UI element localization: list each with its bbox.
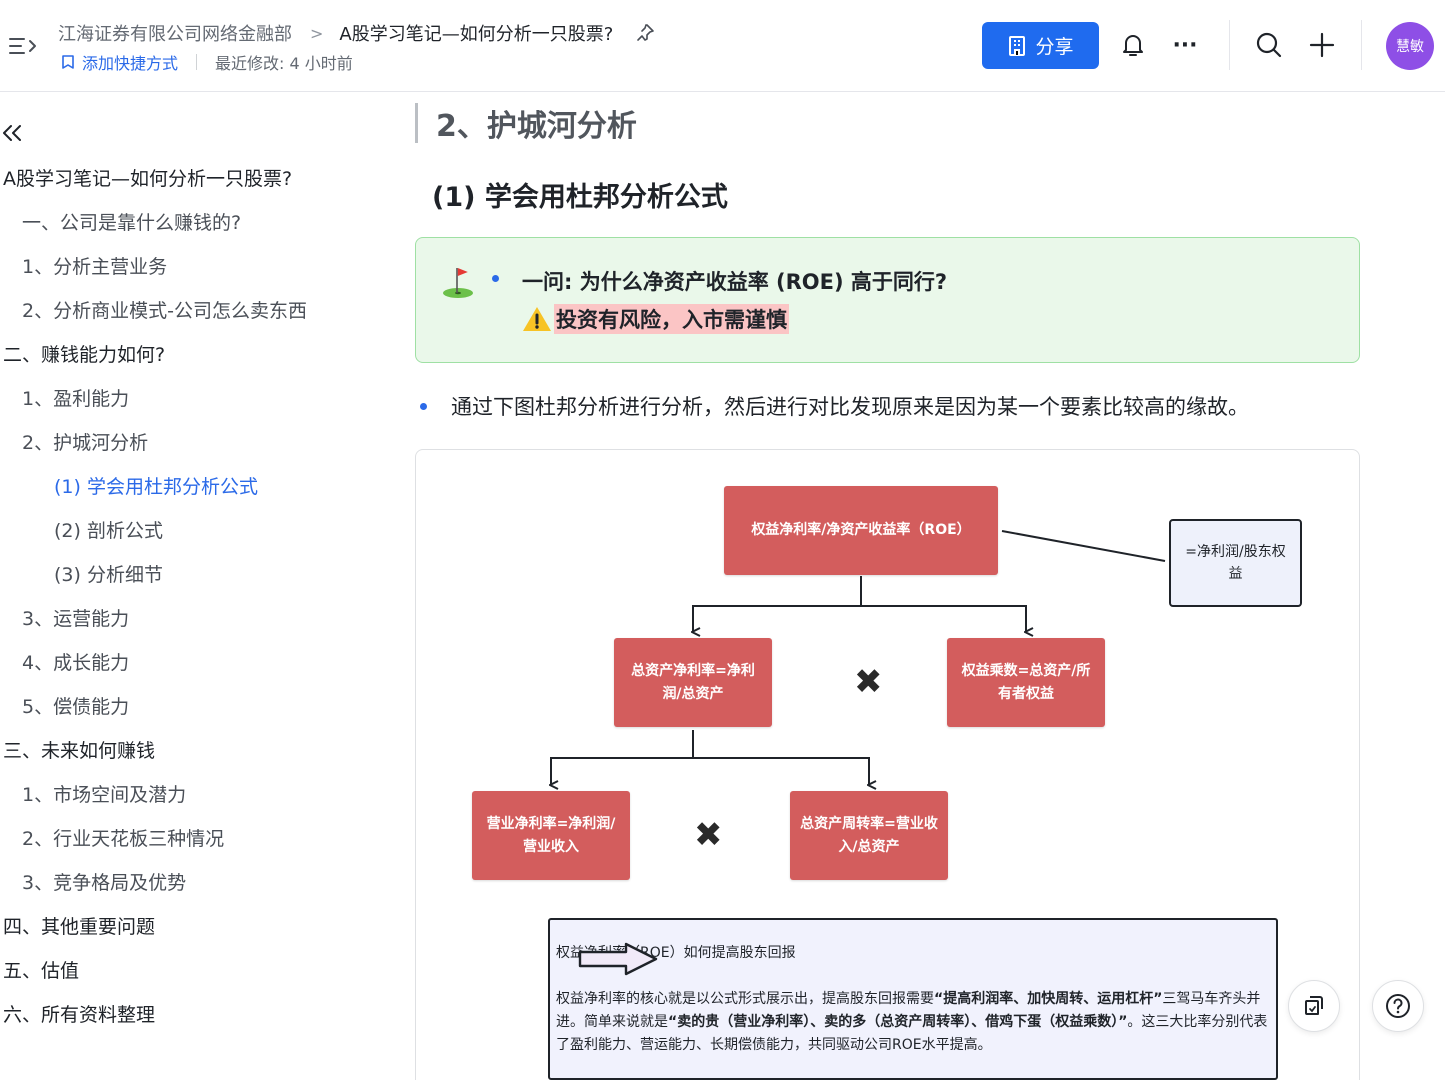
more-icon[interactable]: ···	[1172, 32, 1198, 58]
golf-flag-icon	[440, 264, 476, 300]
add-shortcut-link[interactable]: 添加快捷方式	[60, 50, 178, 74]
breadcrumb: 江海证券有限公司网络金融部 > A股学习笔记—如何分析一只股票?	[58, 20, 655, 46]
node-roe-note: =净利润/股东权益	[1169, 519, 1302, 607]
paragraph-text: 通过下图杜邦分析进行分析，然后进行对比发现原来是因为某一个要素比较高的缘故。	[451, 395, 1249, 419]
plus-icon[interactable]	[1307, 30, 1337, 60]
bell-icon[interactable]	[1118, 30, 1148, 60]
dupont-diagram[interactable]: 权益净利率/净资产收益率（ROE） =净利润/股东权益 总资产净利率=净利润/总…	[415, 449, 1360, 1080]
outline-item[interactable]: 5、偿债能力	[22, 696, 130, 718]
warning-text: 投资有风险，入市需谨慎	[554, 304, 789, 334]
pin-icon[interactable]	[635, 23, 655, 43]
explanation-right-label: 如何提高股东回报	[683, 945, 796, 961]
avatar[interactable]: 慧敏	[1386, 22, 1434, 70]
outline-item[interactable]: 1、分析主营业务	[22, 256, 168, 278]
doc-content: 2、护城河分析 (1) 学会用杜邦分析公式 一问: 为什么净资产收益率 (ROE…	[400, 93, 1445, 1080]
outline-item[interactable]: (3) 分析细节	[54, 564, 163, 586]
explanation-box: 权益净利率（ROE） 如何提高股东回报 权益净利率的核心就是以公式形式展示出，提…	[548, 918, 1278, 1080]
outline-item[interactable]: 3、运营能力	[22, 608, 130, 630]
last-modified: 最近修改: 4 小时前	[215, 54, 353, 73]
share-button[interactable]: 分享	[982, 22, 1099, 69]
breadcrumb-parent[interactable]: 江海证券有限公司网络金融部	[58, 24, 292, 45]
outline-item[interactable]: 4、成长能力	[22, 652, 130, 674]
outline-item[interactable]: 二、赚钱能力如何?	[3, 344, 166, 366]
warning-icon	[523, 307, 551, 331]
header-divider	[1361, 20, 1362, 70]
explanation-bold: “提高利润率、加快周转、运用杠杆”	[934, 991, 1163, 1007]
outline-item[interactable]: (2) 剖析公式	[54, 520, 163, 542]
breadcrumb-separator: >	[310, 23, 324, 43]
explanation-text: 。这三大比率分别代表了盈利能力、营运能力、长期偿债能力，共同驱动公司ROE水平提…	[556, 1014, 1268, 1053]
explanation-header: 权益净利率（ROE） 如何提高股东回报	[556, 942, 796, 976]
bullet-paragraph: 通过下图杜邦分析进行分析，然后进行对比发现原来是因为某一个要素比较高的缘故。	[420, 391, 1249, 421]
diagram-connectors	[416, 530, 1166, 1080]
multiply-icon: ✖	[694, 815, 723, 855]
outline-item[interactable]: 2、分析商业模式-公司怎么卖东西	[22, 300, 307, 322]
node-roa: 总资产净利率=净利润/总资产	[614, 638, 772, 727]
outline-item[interactable]: 3、竞争格局及优势	[22, 872, 187, 894]
header-divider	[1229, 20, 1230, 70]
copy-block-button[interactable]	[1288, 980, 1340, 1032]
heading-2: 2、护城河分析	[436, 109, 637, 144]
explanation-text: 权益净利率的核心就是以公式形式展示出，提高股东回报需要	[556, 991, 934, 1007]
outline-item[interactable]: 三、未来如何赚钱	[3, 740, 156, 762]
node-net-margin: 营业净利率=净利润/营业收入	[472, 791, 630, 880]
outline-item[interactable]: (1) 学会用杜邦分析公式	[54, 476, 258, 498]
help-button[interactable]	[1372, 980, 1424, 1032]
node-roe: 权益净利率/净资产收益率（ROE）	[724, 486, 998, 575]
outline-item[interactable]: 四、其他重要问题	[3, 916, 156, 938]
top-header: 江海证券有限公司网络金融部 > A股学习笔记—如何分析一只股票? 添加快捷方式 …	[0, 0, 1445, 92]
outline-item[interactable]: 1、盈利能力	[22, 388, 130, 410]
meta-divider	[196, 54, 198, 70]
explanation-body: 权益净利率的核心就是以公式形式展示出，提高股东回报需要“提高利润率、加快周转、运…	[556, 988, 1268, 1057]
building-icon	[1009, 35, 1026, 56]
help-icon	[1386, 994, 1410, 1018]
doc-title: A股学习笔记—如何分析一只股票?	[339, 24, 614, 45]
outline-item[interactable]: 五、估值	[3, 960, 80, 982]
outline-sidebar: A股学习笔记—如何分析一只股票? 一、公司是靠什么赚钱的? 1、分析主营业务 2、分析…	[0, 93, 400, 1080]
add-shortcut-label: 添加快捷方式	[82, 54, 179, 73]
outline-item[interactable]: 1、市场空间及潜力	[22, 784, 187, 806]
menu-expand-icon[interactable]	[8, 34, 38, 58]
doc-meta: 添加快捷方式 最近修改: 4 小时前	[60, 50, 353, 74]
heading-bar	[415, 103, 418, 143]
outline-item[interactable]: 六、所有资料整理	[3, 1004, 156, 1026]
explanation-bold: “卖的贵（营业净利率）、卖的多（总资产周转率）、借鸡下蛋（权益乘数）”	[668, 1014, 1128, 1030]
outline-item[interactable]: 一、公司是靠什么赚钱的?	[22, 212, 242, 234]
search-icon[interactable]	[1254, 30, 1284, 60]
explanation-text: 三驾马车齐头并进。简单来说就是	[556, 991, 1261, 1030]
shortcut-icon	[62, 55, 74, 69]
bullet-dot	[420, 402, 427, 410]
copy-doc-icon	[1305, 996, 1323, 1015]
share-label: 分享	[1035, 36, 1074, 58]
collapse-sidebar-icon[interactable]	[0, 121, 24, 145]
multiply-icon: ✖	[854, 662, 883, 702]
heading-3: (1) 学会用杜邦分析公式	[432, 182, 728, 213]
callout-warning: 投资有风险，入市需谨慎	[522, 304, 789, 334]
arrow-right-icon	[578, 942, 658, 976]
callout-block[interactable]: 一问: 为什么净资产收益率 (ROE) 高于同行? 投资有风险，入市需谨慎	[415, 237, 1360, 363]
node-asset-turnover: 总资产周转率=营业收入/总资产	[790, 791, 948, 880]
callout-question: 一问: 为什么净资产收益率 (ROE) 高于同行?	[522, 270, 948, 294]
outline-list: A股学习笔记—如何分析一只股票? 一、公司是靠什么赚钱的? 1、分析主营业务 2、分析…	[0, 157, 400, 1037]
outline-item[interactable]: 2、护城河分析	[22, 432, 149, 454]
node-equity-multiplier: 权益乘数=总资产/所有者权益	[947, 638, 1105, 727]
bullet-dot	[492, 275, 499, 282]
outline-item[interactable]: A股学习笔记—如何分析一只股票?	[3, 168, 293, 190]
outline-item[interactable]: 2、行业天花板三种情况	[22, 828, 225, 850]
